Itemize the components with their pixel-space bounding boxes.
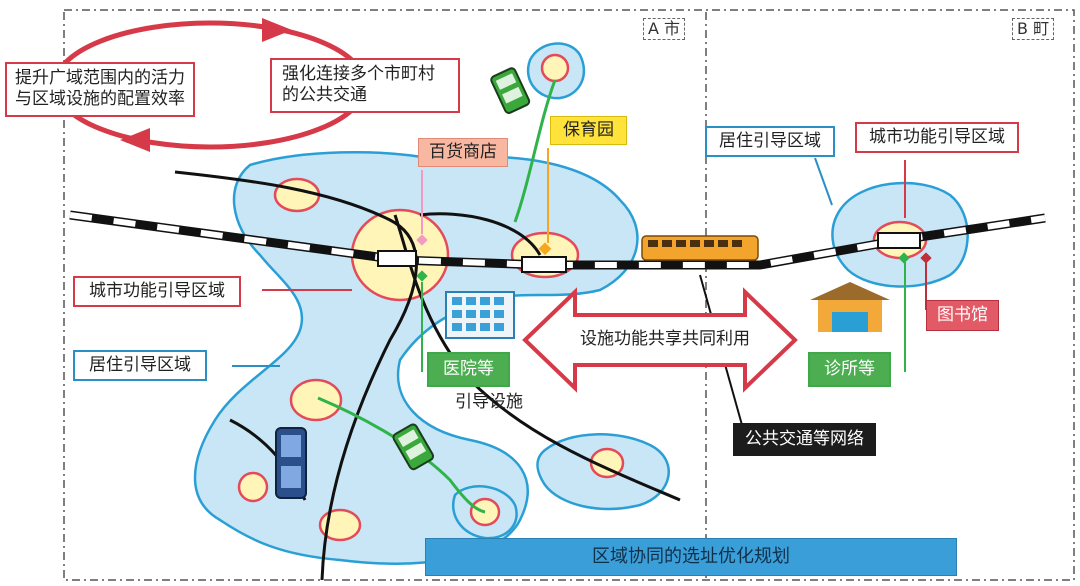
goal-vitality-line1: 提升广域范围内的活力 (15, 68, 185, 88)
town-b-tag: B 町 (1012, 18, 1055, 40)
bus-routes (317, 79, 557, 514)
hospital-icon (445, 291, 515, 339)
library-label: 图书馆 (926, 300, 999, 332)
center-north (273, 177, 321, 213)
station-a-east (521, 256, 567, 273)
station-a-main (377, 250, 417, 267)
residential-zone-label-a: 居住引导区域 (73, 350, 207, 382)
bus-icon-south (392, 423, 435, 471)
stations (377, 232, 921, 273)
clinic-label: 诊所等 (808, 352, 891, 388)
nursery-label: 保育园 (550, 116, 627, 146)
department-store-label: 百货商店 (418, 138, 508, 168)
bus-icon-blue (275, 427, 307, 499)
hospital-label: 医院等 (427, 352, 510, 388)
train-icon (641, 235, 759, 261)
city-a-tag: A 市 (643, 18, 686, 40)
urban-zone-label-a: 城市功能引导区域 (73, 276, 241, 308)
center-southwest (289, 378, 343, 422)
center-nursery (540, 53, 570, 83)
urban-zone-label-b: 城市功能引导区域 (855, 122, 1019, 154)
goal-vitality-box: 提升广域范围内的活力 与区域设施的配置效率 (5, 62, 195, 117)
goal-transit-line2: 的公共交通 (282, 85, 367, 106)
guided-facilities-label: 引导设施 (455, 392, 523, 412)
railway (69, 210, 1046, 270)
goal-vitality-line2: 与区域设施的配置效率 (15, 89, 185, 110)
outer-frame (63, 9, 1075, 581)
goal-transit-box: 强化连接多个市町村 的公共交通 (270, 58, 460, 113)
bottom-banner: 区域协同的选址优化规划 (425, 538, 957, 576)
clinic-icon (810, 282, 890, 332)
shared-use-arrow (522, 287, 798, 393)
center-west (237, 471, 269, 503)
station-b (877, 232, 921, 249)
transport-network-label: 公共交通等网络 (733, 423, 876, 457)
center-se (589, 447, 625, 479)
residential-zone-label-b: 居住引导区域 (705, 126, 835, 158)
shared-use-label: 设施功能共享共同利用 (580, 329, 750, 349)
goal-transit-line1: 强化连接多个市町村 (282, 64, 435, 84)
bus-icon-north (490, 67, 531, 114)
